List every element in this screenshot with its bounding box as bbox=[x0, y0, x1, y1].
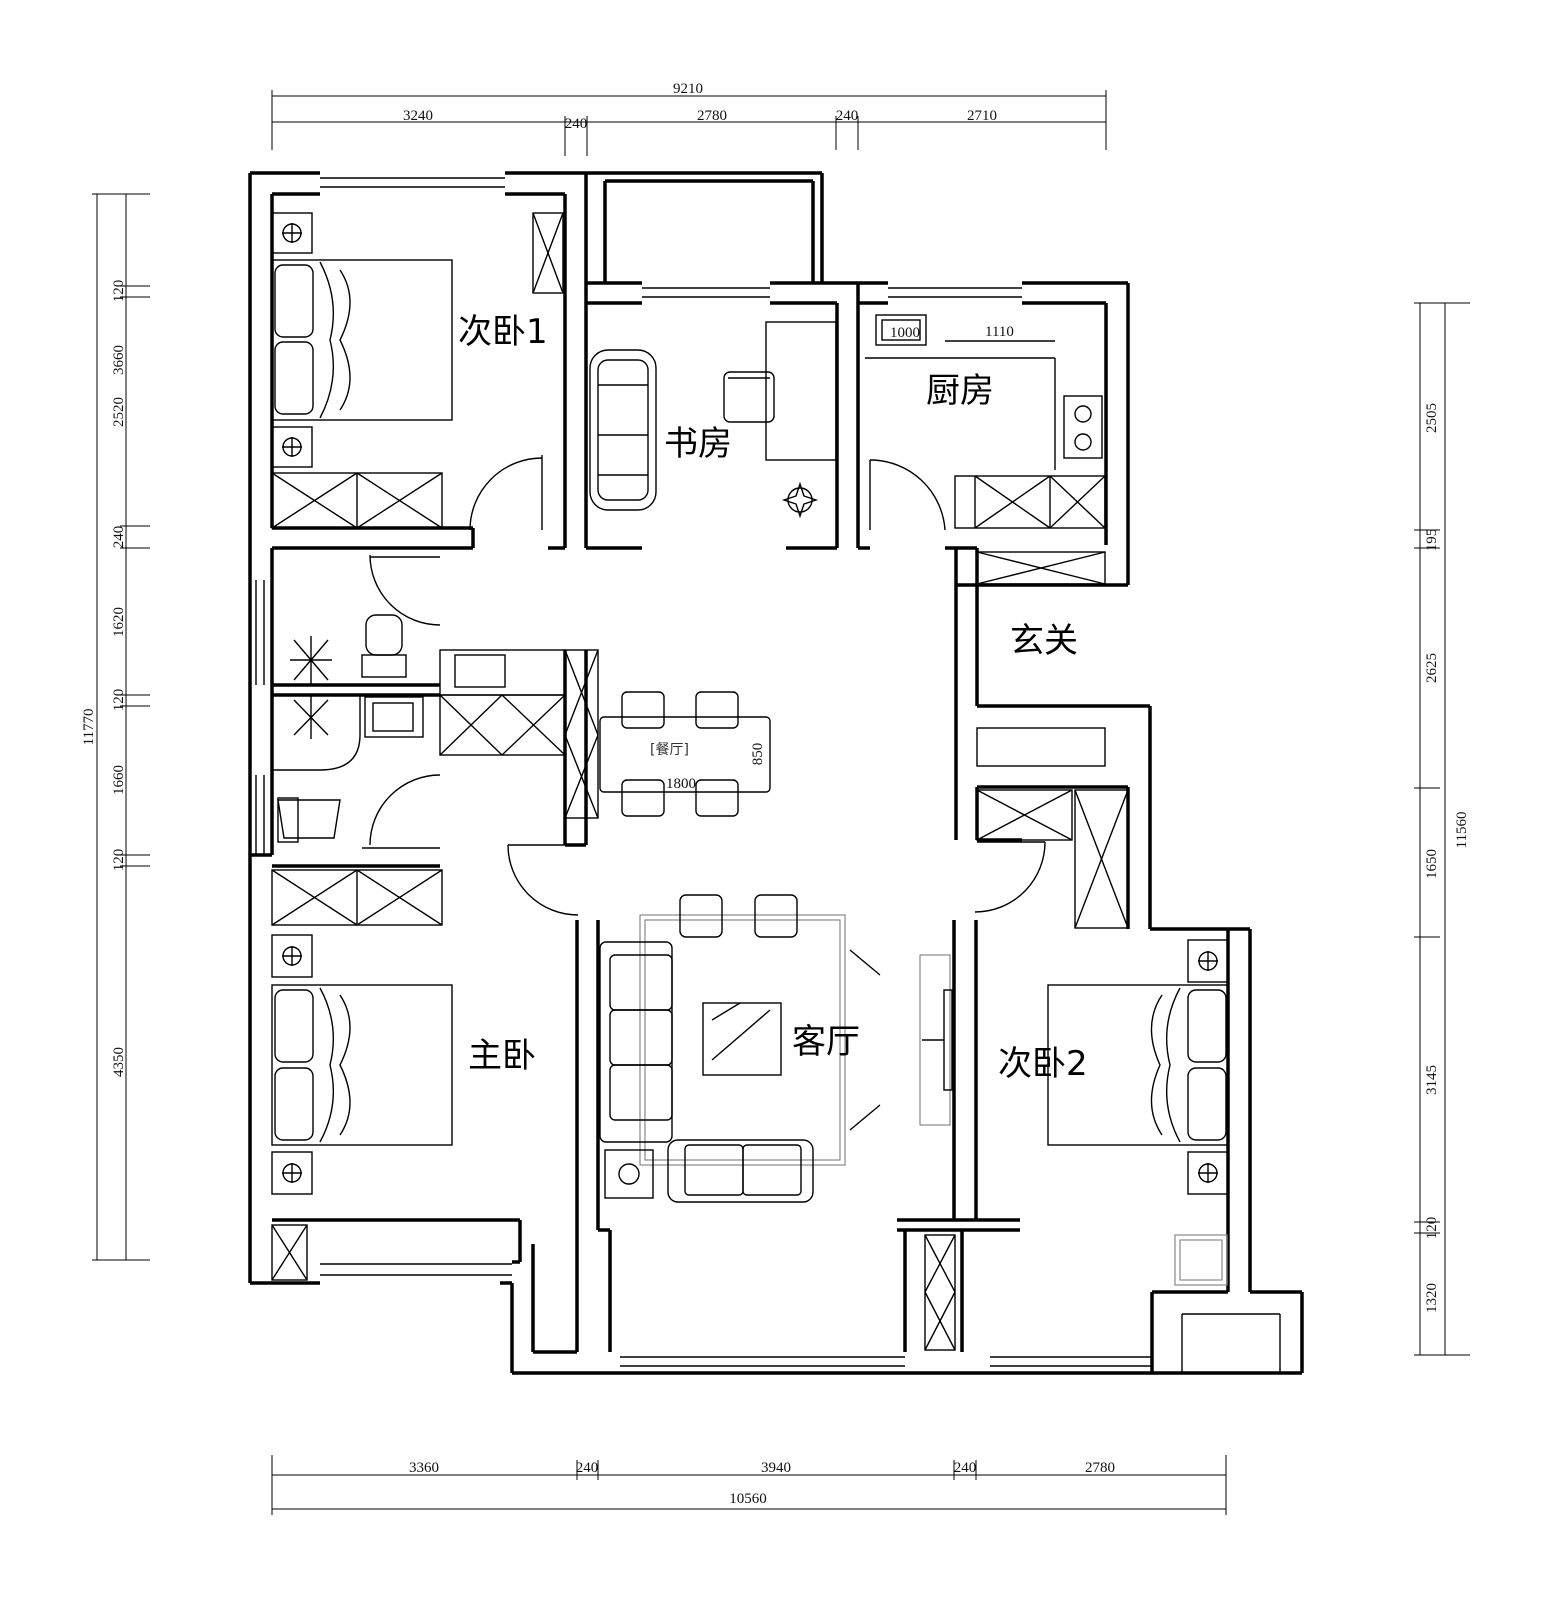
table-length-label: 1800 bbox=[666, 776, 696, 792]
dim-left-seg-3: 2520 bbox=[111, 397, 127, 427]
sofa-living bbox=[599, 894, 814, 1203]
dim-left-seg-7: 1660 bbox=[111, 765, 127, 795]
dim-right-seg-6: 120 bbox=[1424, 1217, 1440, 1240]
room-label-study: 书房 bbox=[664, 424, 732, 464]
dim-right-seg-3: 2625 bbox=[1424, 653, 1440, 683]
windows bbox=[255, 177, 1281, 1373]
sink-width-label: 1000 bbox=[890, 325, 920, 341]
dimensions-bottom bbox=[271, 1455, 1227, 1515]
door-bathrooms bbox=[362, 554, 441, 849]
dim-left-seg-5: 1620 bbox=[111, 607, 127, 637]
room-label-kitchen: 厨房 bbox=[926, 371, 994, 411]
wardrobe-living-side bbox=[924, 1234, 956, 1351]
plant-icon bbox=[781, 481, 819, 519]
room-label-living: 客厅 bbox=[792, 1022, 860, 1062]
counter-dining bbox=[439, 649, 599, 819]
walls bbox=[248, 171, 1304, 1375]
dim-left-seg-8: 120 bbox=[111, 849, 127, 872]
wardrobe-master bbox=[271, 869, 443, 926]
dim-left-seg-2: 3660 bbox=[111, 345, 127, 375]
cabinets-kitchen bbox=[954, 475, 1106, 585]
bed-bedroom1 bbox=[271, 259, 453, 421]
bathroom-curve bbox=[272, 695, 361, 771]
dim-top-total: 9210 bbox=[673, 81, 703, 97]
dim-right-seg-2: 195 bbox=[1424, 529, 1440, 552]
dimensions-right bbox=[1414, 302, 1470, 1356]
desk-study bbox=[723, 321, 837, 461]
coffee-table bbox=[702, 1002, 782, 1076]
door-entrance bbox=[974, 841, 1046, 913]
sink-icon bbox=[875, 314, 927, 346]
dim-bottom-total: 10560 bbox=[729, 1491, 767, 1507]
dimensions-top bbox=[271, 90, 1107, 156]
dim-bottom-seg-5: 2780 bbox=[1085, 1460, 1115, 1476]
dim-right-seg-7: 1320 bbox=[1424, 1283, 1440, 1313]
dim-right-seg-1: 2505 bbox=[1424, 403, 1440, 433]
bed-bedroom2 bbox=[1047, 984, 1229, 1146]
nightstand-icon bbox=[1187, 939, 1229, 1195]
dim-top-seg-2: 240 bbox=[565, 116, 588, 132]
wardrobe-bedroom1 bbox=[271, 472, 443, 529]
dim-right-total: 11560 bbox=[1454, 812, 1470, 849]
toilet-icon bbox=[277, 614, 407, 843]
sofa-study bbox=[589, 349, 657, 511]
dim-top-seg-3: 2780 bbox=[697, 108, 727, 124]
tv-cabinet bbox=[919, 954, 951, 1126]
nightstand-icon bbox=[271, 934, 313, 1195]
dim-top-seg-5: 2710 bbox=[967, 108, 997, 124]
dim-left-seg-4: 240 bbox=[111, 526, 127, 549]
dim-left-seg-9: 4350 bbox=[111, 1047, 127, 1077]
cabinet-master bbox=[271, 1224, 308, 1281]
counter-kitchen bbox=[865, 340, 1056, 470]
washbasin-icon bbox=[364, 654, 506, 738]
cabinet-bedroom1 bbox=[532, 212, 564, 294]
counter-length-label: 1110 bbox=[985, 324, 1014, 340]
door-study bbox=[869, 459, 946, 531]
side-table-icon bbox=[604, 1149, 654, 1199]
dim-left-seg-1: 120 bbox=[111, 280, 127, 303]
tv-icon bbox=[849, 949, 953, 1131]
dim-bottom-seg-4: 240 bbox=[954, 1460, 977, 1476]
bed-master bbox=[271, 984, 453, 1146]
door-dining bbox=[507, 844, 579, 916]
dim-bottom-seg-3: 3940 bbox=[761, 1460, 791, 1476]
room-label-dining: [餐厅] bbox=[650, 742, 689, 758]
dim-top-seg-4: 240 bbox=[836, 108, 859, 124]
door-bedroom1 bbox=[469, 455, 543, 531]
room-label-bedroom2: 次卧2 bbox=[998, 1044, 1088, 1084]
shower-icon bbox=[290, 636, 332, 739]
stove-icon bbox=[1063, 395, 1103, 459]
dim-left-seg-6: 120 bbox=[111, 689, 127, 712]
shoe-cabinet bbox=[976, 727, 1106, 767]
nightstand-icon bbox=[271, 212, 313, 468]
dim-right-seg-4: 1650 bbox=[1424, 849, 1440, 879]
dim-bottom-seg-2: 240 bbox=[576, 1460, 599, 1476]
dim-right-seg-5: 3145 bbox=[1424, 1065, 1440, 1095]
desk-bedroom2 bbox=[1174, 1234, 1228, 1286]
dim-left-total: 11770 bbox=[81, 709, 97, 746]
dim-bottom-seg-1: 3360 bbox=[409, 1460, 439, 1476]
dim-top-seg-1: 3240 bbox=[403, 108, 433, 124]
dimensions-left bbox=[92, 193, 150, 1261]
room-label-bedroom1: 次卧1 bbox=[458, 312, 548, 352]
dining-table bbox=[599, 691, 771, 817]
room-label-entrance: 玄关 bbox=[1010, 621, 1078, 661]
table-width-label: 850 bbox=[750, 743, 766, 766]
wardrobe-bedroom2 bbox=[976, 789, 1129, 929]
room-label-master: 主卧 bbox=[468, 1036, 536, 1076]
